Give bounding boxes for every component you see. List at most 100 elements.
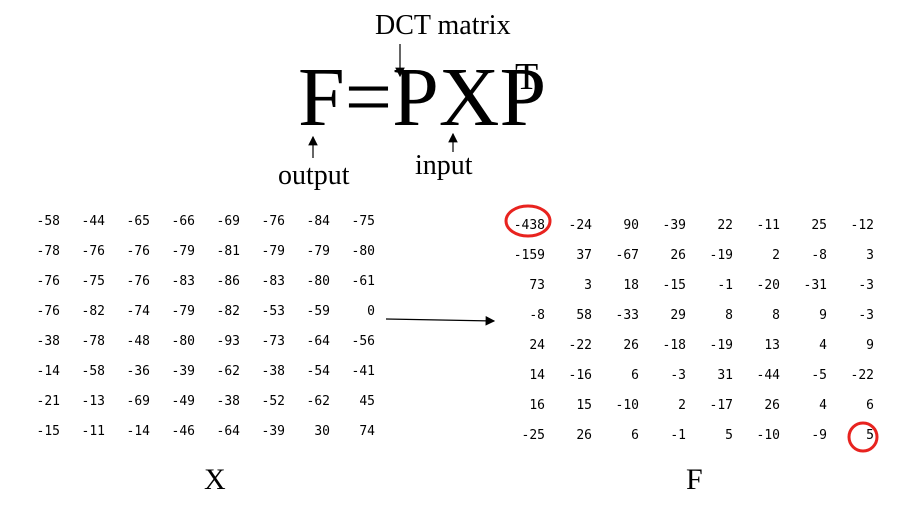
matrix-f-cell: 18: [623, 277, 639, 293]
matrix-x-cell: -83: [171, 273, 195, 289]
dct-formula: F=PXP: [298, 51, 547, 144]
matrix-f-cell: 29: [670, 307, 686, 323]
matrix-f-cell: -39: [662, 217, 686, 233]
matrix-f-cell: 25: [811, 217, 827, 233]
matrix-f-label: F: [686, 463, 703, 496]
matrix-x-cell: -56: [351, 333, 375, 349]
matrix-f-cell: 5: [725, 427, 733, 443]
matrix-x-cell: -83: [261, 273, 285, 289]
matrix-x-cell: -38: [216, 393, 240, 409]
matrix-x-cell: -61: [351, 273, 375, 289]
matrix-x-cell: -76: [126, 273, 150, 289]
matrix-x-cell: -76: [126, 243, 150, 259]
matrix-x-cell: -82: [216, 303, 240, 319]
matrix-x-cell: -76: [261, 213, 285, 229]
matrix-f-cell: -10: [615, 397, 639, 413]
matrix-f-cell: 24: [529, 337, 545, 353]
matrix-x-cell: -69: [126, 393, 150, 409]
matrix-x-cell: -14: [126, 423, 150, 439]
matrix-f-cell: -3: [858, 307, 874, 323]
matrix-f-cell: 15: [576, 397, 592, 413]
matrix-x-cell: -52: [261, 393, 285, 409]
matrix-f-cell: 90: [623, 217, 639, 233]
matrix-x-cell: -39: [171, 363, 195, 379]
matrix-x-cell: -80: [306, 273, 330, 289]
matrix-f-cell: -18: [662, 337, 686, 353]
matrix-f-cell: -22: [850, 367, 874, 383]
matrix-f-cell: -3: [858, 277, 874, 293]
matrix-f-cell: -10: [756, 427, 780, 443]
matrix-x-cell: -79: [306, 243, 330, 259]
matrix-x-cell: -41: [351, 363, 375, 379]
matrix-f-cell: -33: [615, 307, 639, 323]
matrix-f-cell: 58: [576, 307, 592, 323]
matrix-f-cell: 8: [725, 307, 733, 323]
matrix-x-cell: -73: [261, 333, 285, 349]
matrix-x-cell: -58: [81, 363, 105, 379]
matrix-x-cell: -58: [36, 213, 60, 229]
matrix-x-row: -38-78-48-80-93-73-64-56: [15, 326, 375, 356]
matrix-x-cell: -76: [81, 243, 105, 259]
matrix-x-cell: -86: [216, 273, 240, 289]
matrix-x-cell: -84: [306, 213, 330, 229]
matrix-f-cell: 26: [576, 427, 592, 443]
matrix-x-cell: -78: [36, 243, 60, 259]
matrix-f-cell: 5: [866, 427, 874, 443]
matrix-f-cell: 14: [529, 367, 545, 383]
matrix-f-cell: 2: [678, 397, 686, 413]
matrix-f-cell: -19: [709, 247, 733, 263]
matrix-x-cell: -44: [81, 213, 105, 229]
matrix-x-cell: -11: [81, 423, 105, 439]
output-label: output: [278, 160, 350, 191]
matrix-f-cell: -20: [756, 277, 780, 293]
matrix-f-cell: -8: [529, 307, 545, 323]
matrix-f-cell: -22: [568, 337, 592, 353]
matrix-f-cell: 9: [866, 337, 874, 353]
matrix-x-cell: 45: [359, 393, 375, 409]
matrix-f-cell: 26: [623, 337, 639, 353]
matrix-f-cell: 6: [866, 397, 874, 413]
matrix-x-cell: -53: [261, 303, 285, 319]
matrix-f-cell: 22: [717, 217, 733, 233]
matrix-f-cell: -1: [717, 277, 733, 293]
matrix-x-cell: -59: [306, 303, 330, 319]
matrix-x-cell: -80: [351, 243, 375, 259]
matrix-x-cell: -48: [126, 333, 150, 349]
transform-arrow: [385, 316, 496, 326]
transpose-superscript: T: [515, 56, 539, 98]
matrix-x-cell: -93: [216, 333, 240, 349]
matrix-x-cell: 74: [359, 423, 375, 439]
matrix-x-cell: 30: [314, 423, 330, 439]
matrix-x-cell: -79: [171, 303, 195, 319]
matrix-x-row: -78-76-76-79-81-79-79-80: [15, 236, 375, 266]
matrix-x-cell: -49: [171, 393, 195, 409]
matrix-f-cell: -3: [670, 367, 686, 383]
matrix-f-cell: 8: [772, 307, 780, 323]
matrix-f-cell: -25: [521, 427, 545, 443]
matrix-x-cell: -81: [216, 243, 240, 259]
matrix-f-cell: 4: [819, 337, 827, 353]
matrix-x-cell: -78: [81, 333, 105, 349]
matrix-f-cell: -31: [803, 277, 827, 293]
matrix-f-cell: -16: [568, 367, 592, 383]
input-label: input: [415, 150, 473, 181]
matrix-x-cell: -62: [216, 363, 240, 379]
matrix-x-cell: -69: [216, 213, 240, 229]
matrix-x-row: -14-58-36-39-62-38-54-41: [15, 356, 375, 386]
matrix-x-cell: -64: [306, 333, 330, 349]
matrix-f-cell: 26: [764, 397, 780, 413]
matrix-f-cell: -9: [811, 427, 827, 443]
matrix-x-cell: 0: [367, 303, 375, 319]
matrix-x-cell: -38: [36, 333, 60, 349]
